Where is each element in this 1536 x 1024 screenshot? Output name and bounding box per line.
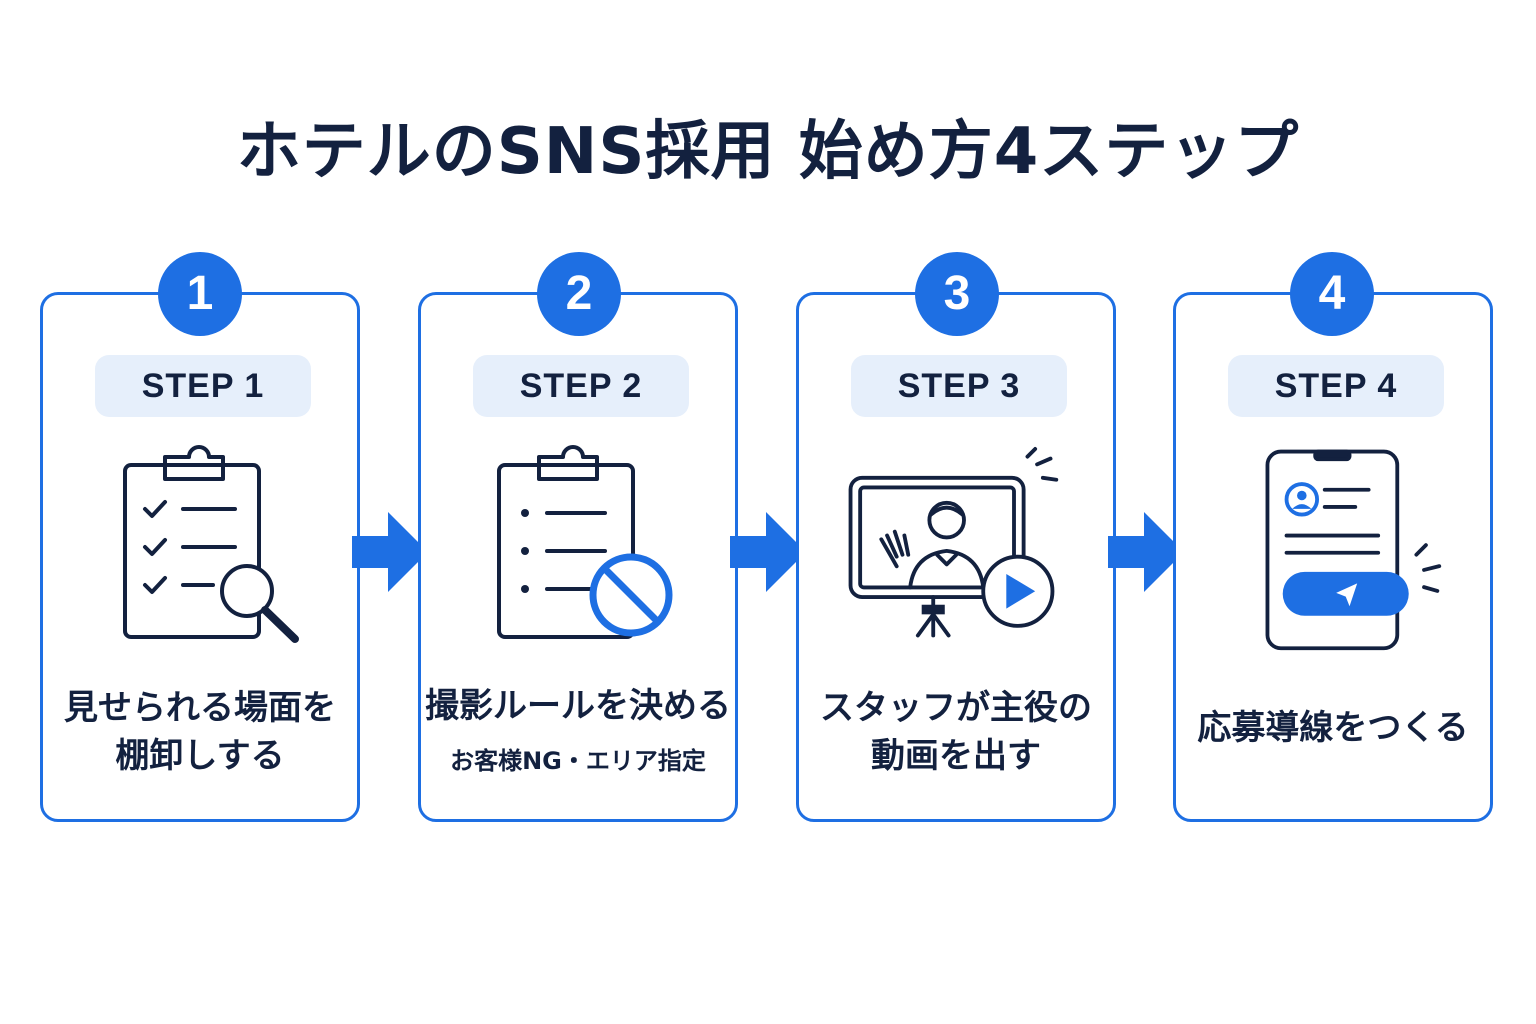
step-number-badge: 3 <box>915 252 999 336</box>
step-text-line1: 応募導線をつくる <box>1197 708 1469 748</box>
step-number-badge: 4 <box>1290 252 1374 336</box>
arrow-right-icon <box>1108 512 1184 592</box>
arrow-right-icon <box>730 512 806 592</box>
step-card-4: STEP 4 応募導線をつくる <box>1173 292 1493 822</box>
step-text-line2: 動画を出す <box>871 736 1041 776</box>
step-text-line1: 見せられる場面を <box>64 688 336 728</box>
step-label: STEP 4 <box>1228 355 1444 417</box>
clipboard-search-icon <box>123 445 299 643</box>
phone-apply-icon <box>1265 449 1442 651</box>
step-label: STEP 1 <box>95 355 311 417</box>
step-text-line1: 撮影ルールを決める <box>425 686 731 726</box>
clipboard-prohibited-icon <box>497 445 673 639</box>
step-number-badge: 1 <box>158 252 242 336</box>
step-card-2: STEP 2 撮影ルールを決める お客様NG・エリア指定 <box>418 292 738 822</box>
step-card-1: STEP 1 見せられる場面を 棚卸しする <box>40 292 360 822</box>
step-text-line1: スタッフが主役の <box>820 688 1092 728</box>
step-label: STEP 2 <box>473 355 689 417</box>
step-text-line2: 棚卸しする <box>115 736 285 776</box>
step-subtext: お客様NG・エリア指定 <box>450 747 706 775</box>
step-number-badge: 2 <box>537 252 621 336</box>
step-card-3: STEP 3 スタッフが主役の 動画を出す <box>796 292 1116 822</box>
page-title: ホテルのSNS採用 始め方4ステップ <box>236 115 1300 189</box>
video-tripod-icon <box>848 447 1059 638</box>
arrow-right-icon <box>352 512 428 592</box>
step-label: STEP 3 <box>851 355 1067 417</box>
